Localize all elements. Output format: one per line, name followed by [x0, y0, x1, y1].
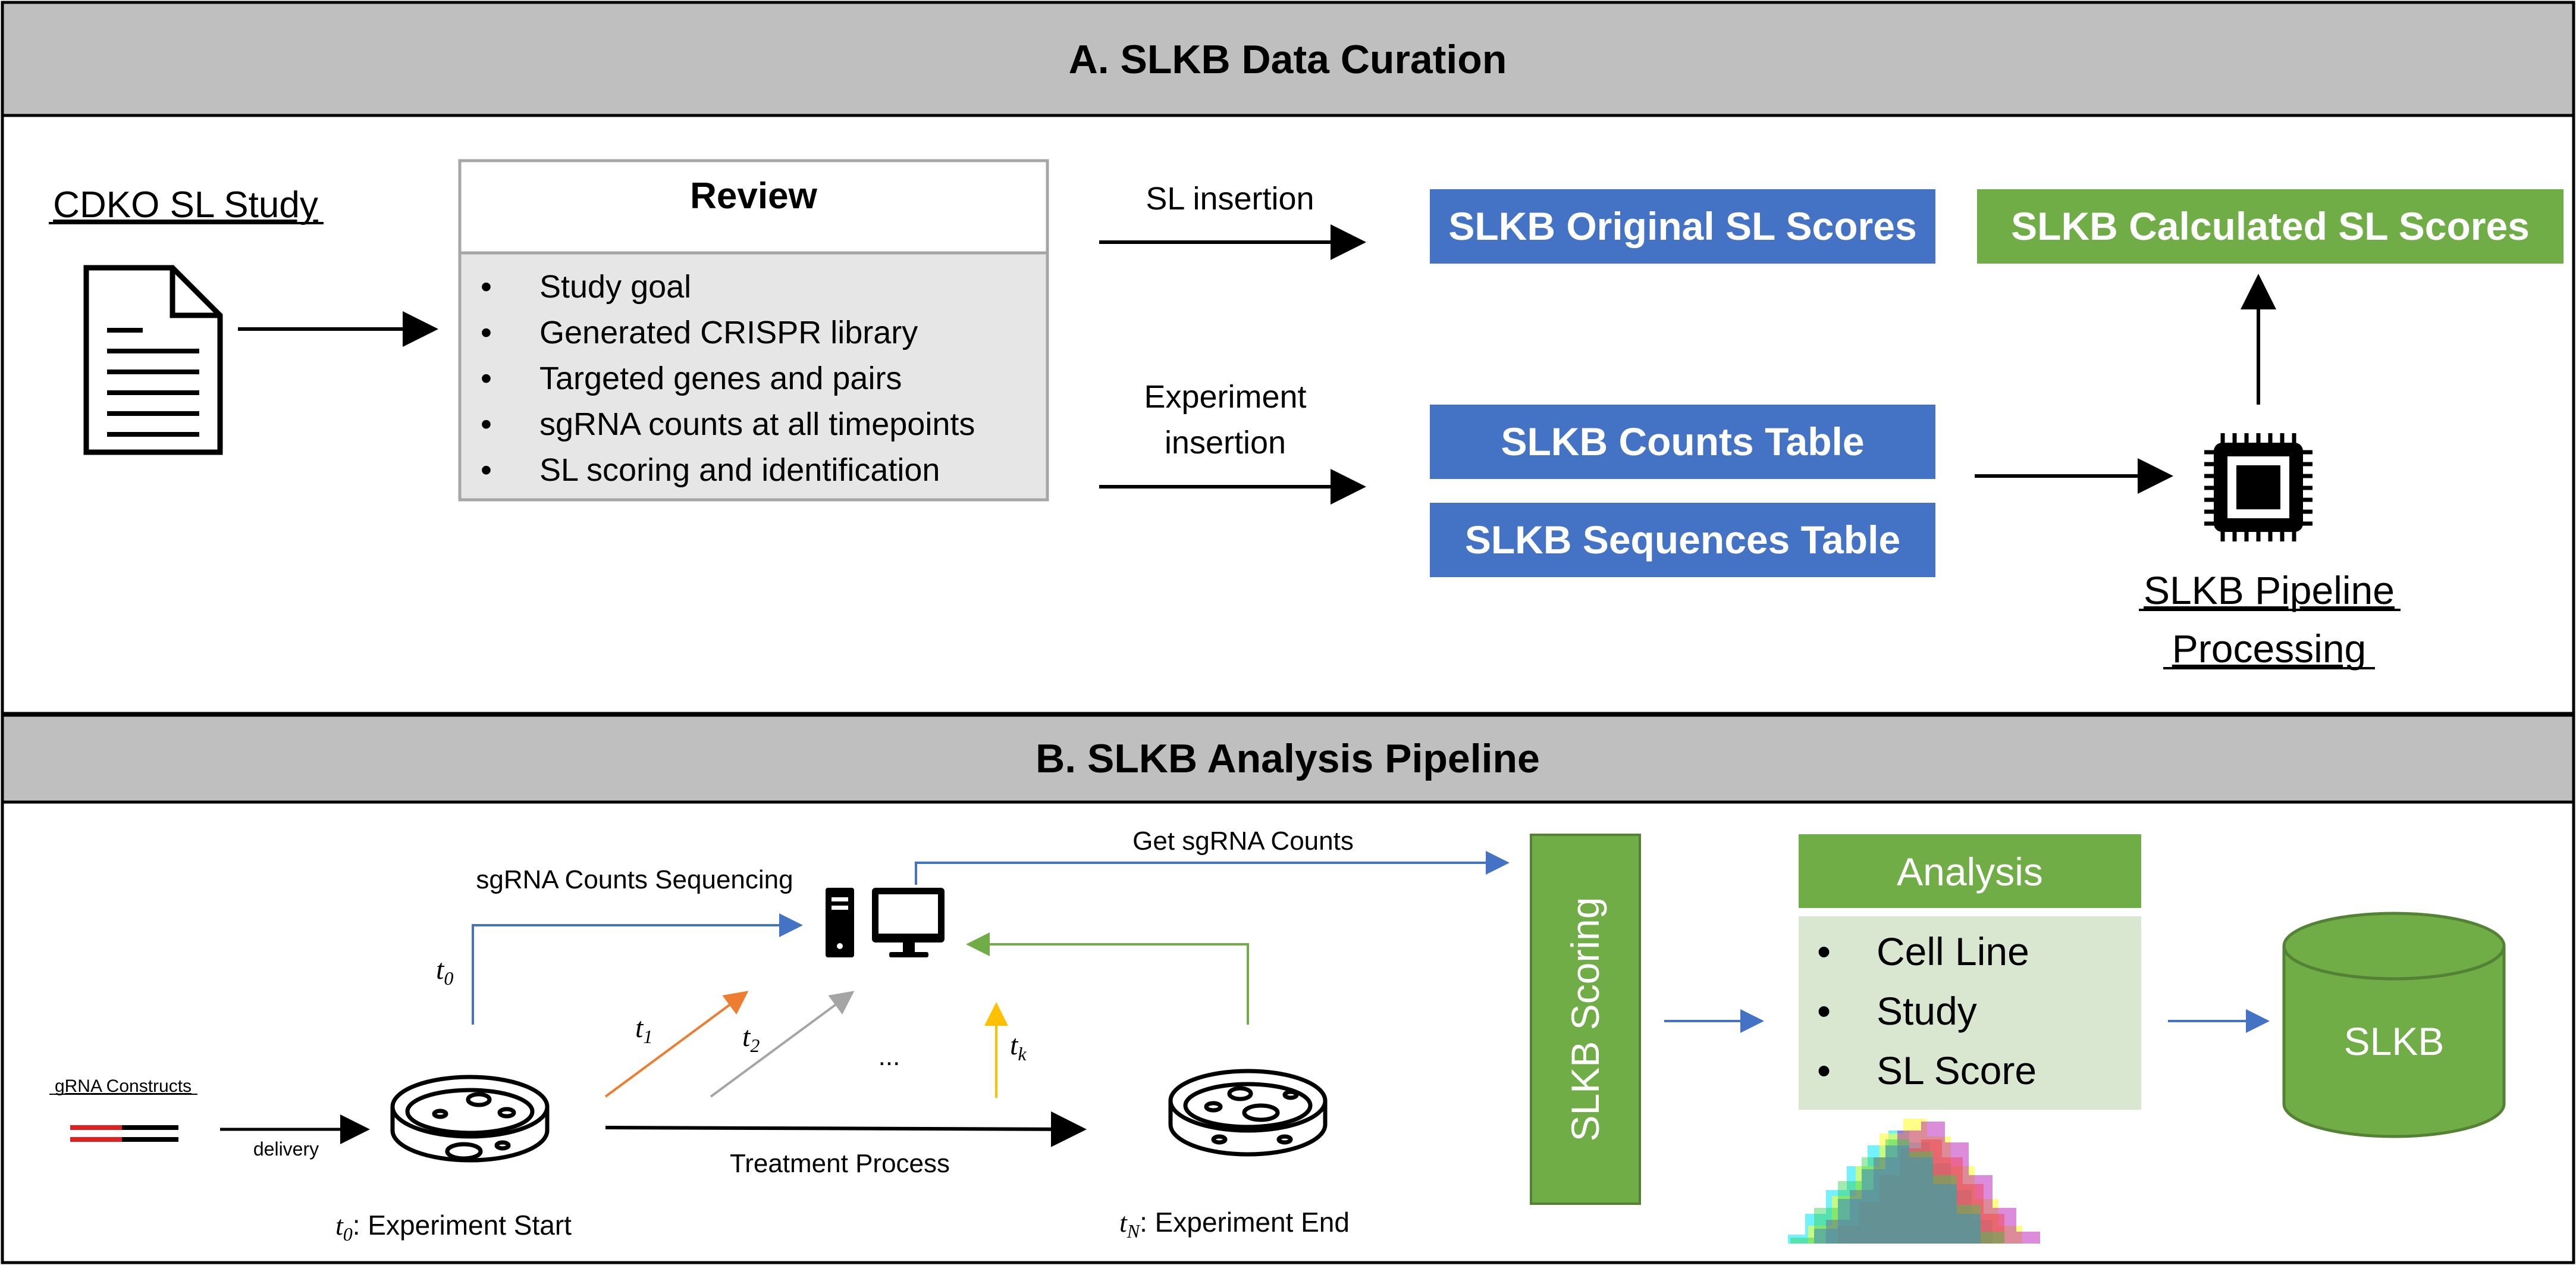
experiment-start-label: t0: Experiment Start — [335, 1210, 572, 1245]
t1-label: t1 — [635, 1012, 652, 1047]
pipeline-processing-label-2: Processing — [2172, 627, 2367, 671]
petri-dish-start-icon — [390, 1075, 550, 1163]
tk-label: tk — [1010, 1029, 1027, 1064]
experiment-end-label: tN: Experiment End — [1119, 1207, 1350, 1242]
analysis-item-sl-score: SL Score — [1877, 1048, 2037, 1092]
original-scores-label: SLKB Original SL Scores — [1448, 204, 1916, 248]
section-b-header — [1, 713, 2575, 804]
overlapping-histograms-graphic — [1788, 1119, 2040, 1244]
computer-icon — [826, 888, 945, 957]
review-bullet: • — [481, 452, 492, 488]
review-item-crispr-library: Generated CRISPR library — [539, 315, 918, 350]
t2-label: t2 — [742, 1021, 760, 1056]
section-a: A. SLKB Data Curation CDKO SL Study Revi… — [1, 1, 2575, 715]
slkb-db-label: SLKB — [2344, 1019, 2445, 1063]
original-scores-box — [1430, 189, 1935, 264]
analysis-header — [1799, 834, 2141, 908]
t0-sequencing-arrow — [472, 913, 803, 1025]
get-counts-label: Get sgRNA Counts — [1132, 826, 1354, 856]
review-bullet: • — [481, 269, 492, 305]
grna-construct-icon — [70, 1125, 178, 1142]
document-icon — [83, 265, 223, 455]
review-title: Review — [690, 176, 817, 217]
sgrna-sequencing-label: sgRNA Counts Sequencing — [476, 865, 793, 894]
ellipsis-label: ... — [878, 1042, 900, 1071]
t1-arrow — [604, 991, 749, 1098]
t0-label: t0 — [436, 954, 453, 989]
processor-chip-icon — [2204, 433, 2313, 541]
sequences-table-box — [1430, 503, 1935, 577]
grna-constructs-label: gRNA Constructs — [55, 1076, 192, 1096]
petri-dish-end-icon — [1168, 1069, 1328, 1157]
tn-sequencing-arrow — [966, 932, 1249, 1025]
slkb-scoring-label: SLKB Scoring — [1563, 897, 1607, 1142]
calculated-scores-box — [1977, 189, 2564, 264]
treatment-arrow — [605, 1111, 1087, 1147]
experiment-insertion-label-1: Experiment — [1144, 379, 1306, 415]
get-counts-arrow — [915, 851, 1510, 885]
cdko-study-label: CDKO SL Study — [53, 184, 318, 226]
analysis-title: Analysis — [1897, 850, 2043, 894]
t2-arrow — [710, 991, 855, 1098]
review-bullet: • — [481, 315, 492, 350]
review-bullet: • — [481, 361, 492, 396]
analysis-bullet: • — [1817, 1048, 1831, 1092]
section-b: B. SLKB Analysis Pipeline gRNA Construct… — [1, 713, 2575, 1264]
analysis-list-box — [1799, 916, 2141, 1110]
analysis-item-study: Study — [1877, 989, 1977, 1033]
section-a-frame — [1, 1, 2575, 715]
analysis-bullet: • — [1817, 929, 1831, 973]
database-icon — [2282, 912, 2506, 1138]
review-item-study-goal: Study goal — [539, 269, 691, 305]
pipeline-processing-label-1: SLKB Pipeline — [2144, 568, 2395, 612]
section-a-header — [1, 1, 2575, 117]
calculated-scores-label: SLKB Calculated SL Scores — [2011, 204, 2530, 248]
counts-table-box — [1430, 405, 1935, 479]
delivery-label: delivery — [253, 1138, 319, 1160]
treatment-label: Treatment Process — [730, 1149, 950, 1178]
review-item-targeted-genes: Targeted genes and pairs — [539, 361, 902, 396]
section-b-frame — [1, 713, 2575, 1264]
review-item-sgrna-counts: sgRNA counts at all timepoints — [539, 406, 975, 442]
sequences-table-label: SLKB Sequences Table — [1465, 518, 1900, 562]
experiment-insertion-label-2: insertion — [1165, 425, 1286, 461]
review-box: Review • • • • • Study goal Generated CR… — [458, 159, 1049, 502]
analysis-item-cell-line: Cell Line — [1877, 929, 2029, 973]
review-bullet: • — [481, 406, 492, 442]
section-b-title: B. SLKB Analysis Pipeline — [1036, 736, 1540, 781]
slkb-scoring-box — [1530, 834, 1641, 1205]
review-item-sl-scoring: SL scoring and identification — [539, 452, 940, 488]
sl-insertion-label: SL insertion — [1146, 181, 1314, 217]
counts-table-label: SLKB Counts Table — [1501, 419, 1864, 464]
analysis-bullet: • — [1817, 989, 1831, 1033]
section-a-title: A. SLKB Data Curation — [1069, 37, 1507, 82]
